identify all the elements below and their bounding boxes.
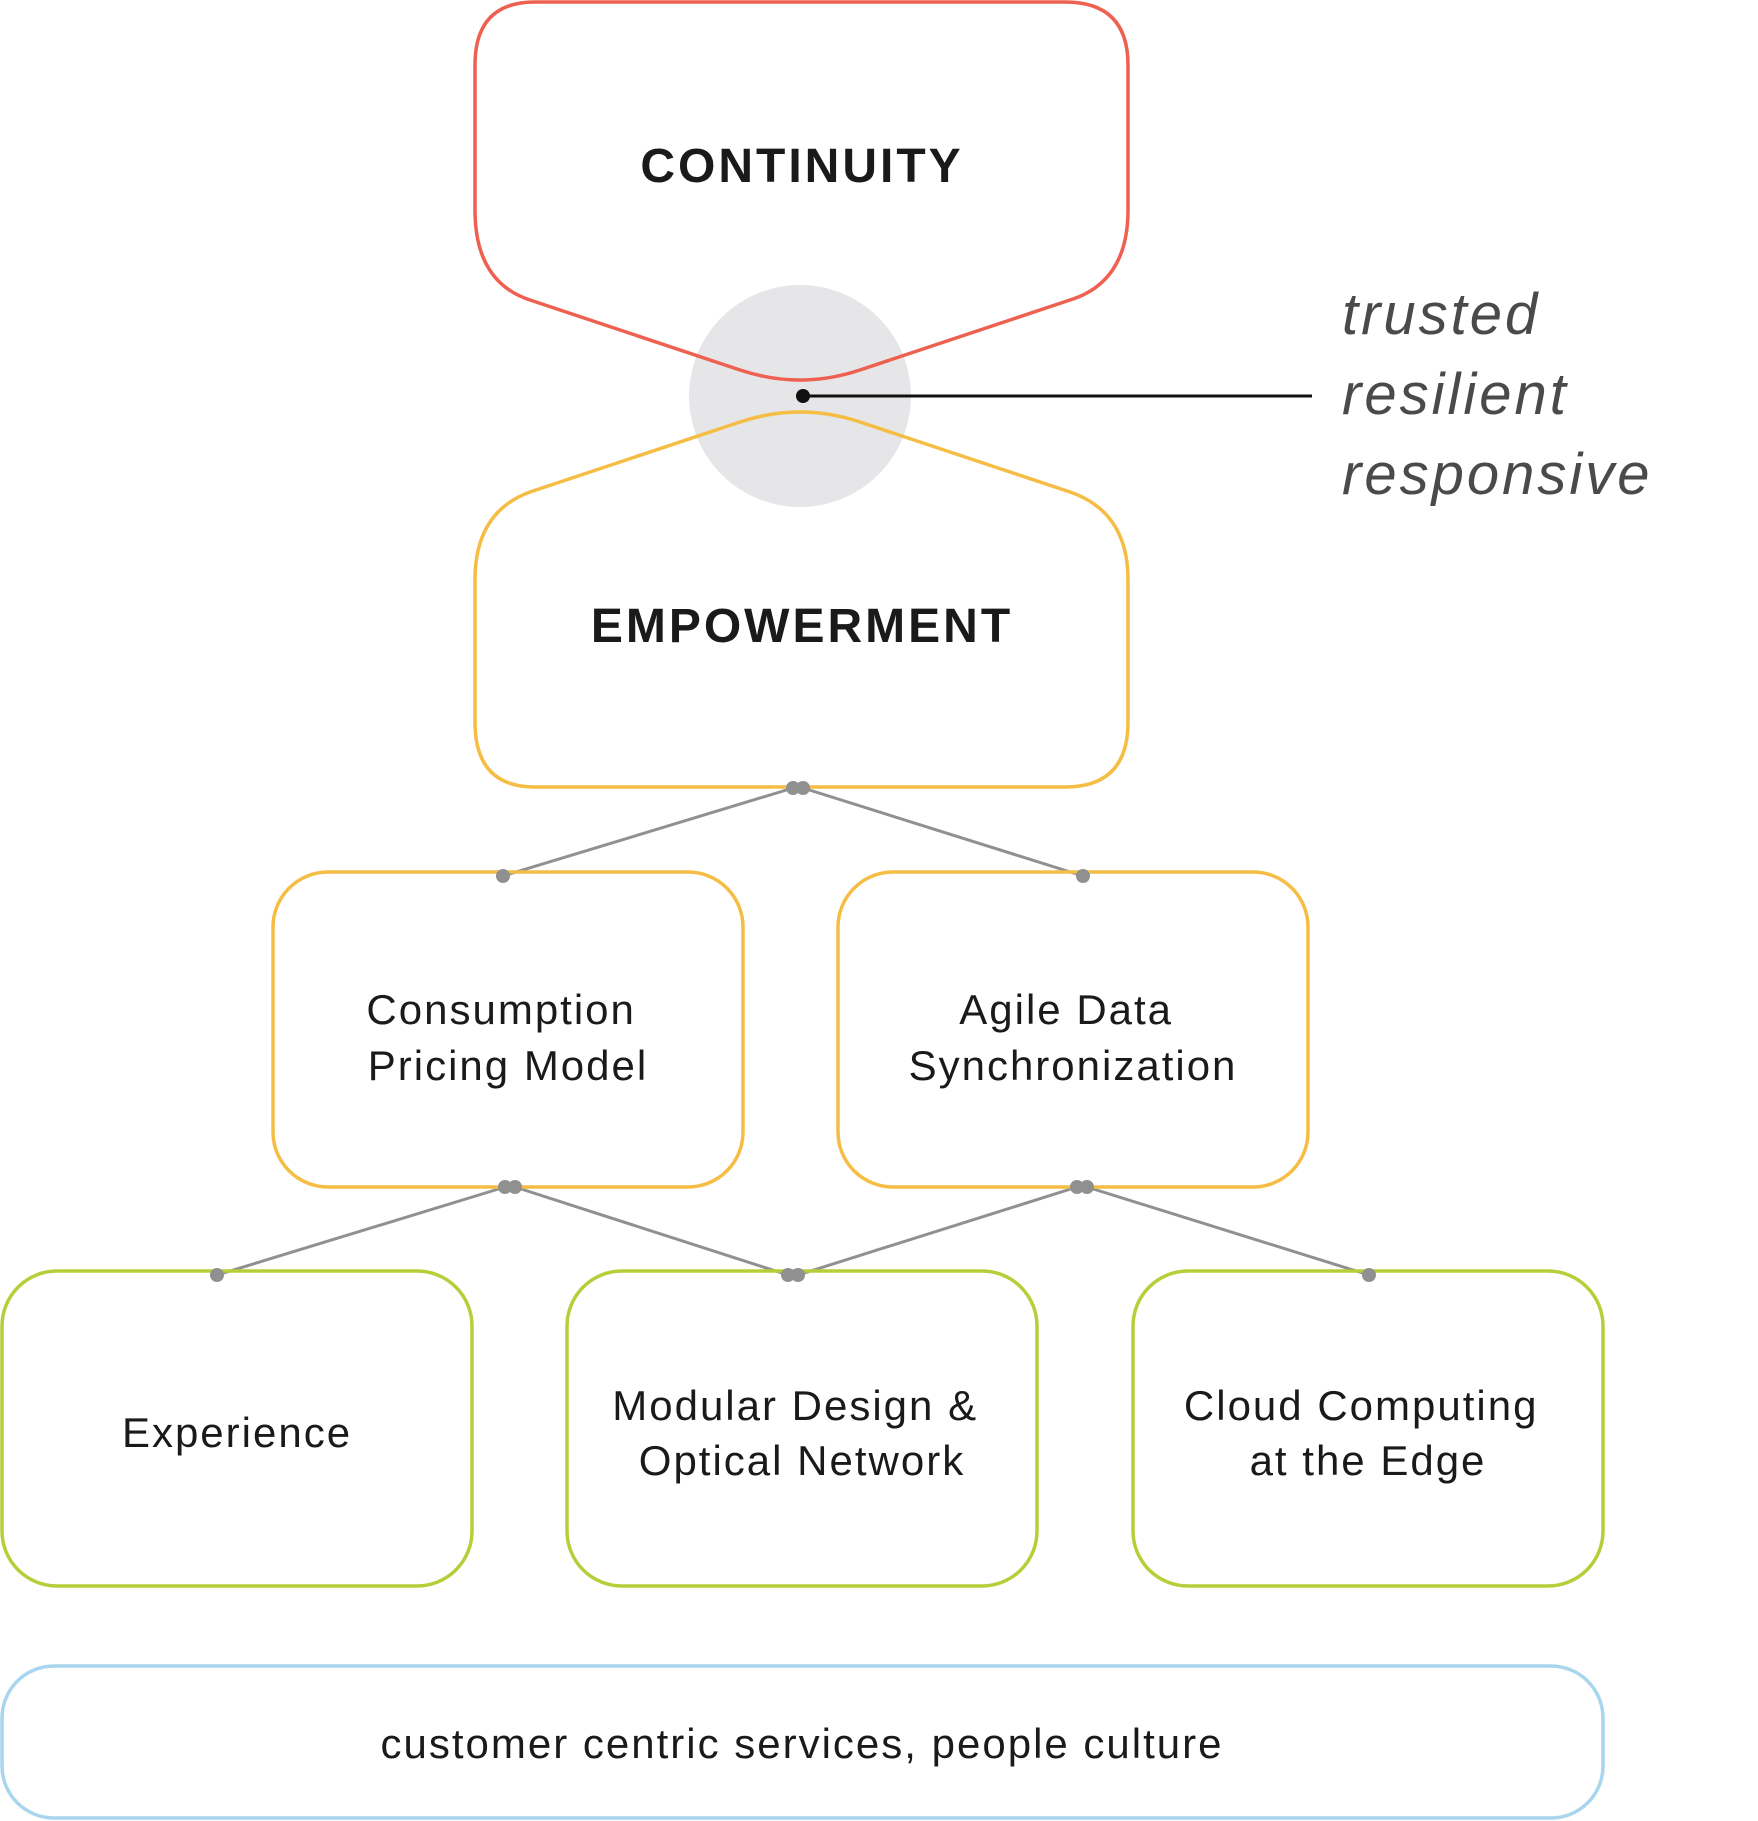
attribute-responsive: responsive	[1342, 442, 1652, 507]
connector-dot	[1362, 1268, 1376, 1282]
connector-dot	[1080, 1180, 1094, 1194]
attribute-pointer-dot	[796, 389, 810, 403]
capability-label-experience: Experience	[122, 1409, 352, 1456]
pillar-label-pricing-line-1: Consumption	[366, 986, 635, 1033]
empowerment-box	[473, 410, 1130, 789]
connector-dot	[508, 1180, 522, 1194]
attribute-trusted: trusted	[1342, 282, 1540, 347]
capability-box-experience	[0, 1269, 474, 1588]
connector-dot	[791, 1268, 805, 1282]
connector-dot	[498, 1180, 512, 1194]
capability-label-cloud: Cloud Computing at the Edge	[1184, 1382, 1552, 1484]
connector-pricing-to-experience	[216, 1185, 506, 1277]
attribute-resilient: resilient	[1342, 362, 1569, 427]
pillar-label-pricing-line-2: Pricing Model	[368, 1042, 648, 1089]
connector-dot	[786, 781, 800, 795]
capability-label-modular-line-2: Optical Network	[639, 1437, 965, 1484]
continuity-label: CONTINUITY	[640, 140, 963, 193]
foundation-label: customer centric services, people cultur…	[381, 1720, 1224, 1767]
pillar-label-pricing: Consumption Pricing Model	[366, 986, 649, 1089]
capability-label-modular: Modular Design & Optical Network	[612, 1382, 992, 1484]
connector-empowerment-to-pricing	[502, 786, 794, 878]
connector-dot	[1070, 1180, 1084, 1194]
foundation-box	[0, 1664, 1605, 1820]
pillar-label-sync-line-1: Agile Data	[959, 986, 1173, 1033]
connector-dot	[796, 781, 810, 795]
connector-lines	[216, 786, 1370, 1277]
capability-label-cloud-line-2: at the Edge	[1250, 1437, 1487, 1484]
connector-pricing-to-modular	[514, 1185, 789, 1277]
continuity-box	[473, 0, 1130, 382]
connector-empowerment-to-sync	[802, 786, 1084, 878]
connector-sync-to-modular	[797, 1185, 1078, 1277]
capability-label-modular-line-1: Modular Design &	[612, 1382, 978, 1429]
connector-sync-to-cloud	[1086, 1185, 1370, 1277]
connector-dot	[496, 869, 510, 883]
capability-label-cloud-line-1: Cloud Computing	[1184, 1382, 1539, 1429]
connector-dots	[210, 781, 1376, 1282]
pillar-label-sync-line-2: Synchronization	[909, 1042, 1238, 1089]
connector-dot	[210, 1268, 224, 1282]
empowerment-label: EMPOWERMENT	[591, 600, 1013, 653]
connector-dot	[781, 1268, 795, 1282]
connector-dot	[1076, 869, 1090, 883]
pillar-label-sync: Agile Data Synchronization	[909, 986, 1238, 1089]
